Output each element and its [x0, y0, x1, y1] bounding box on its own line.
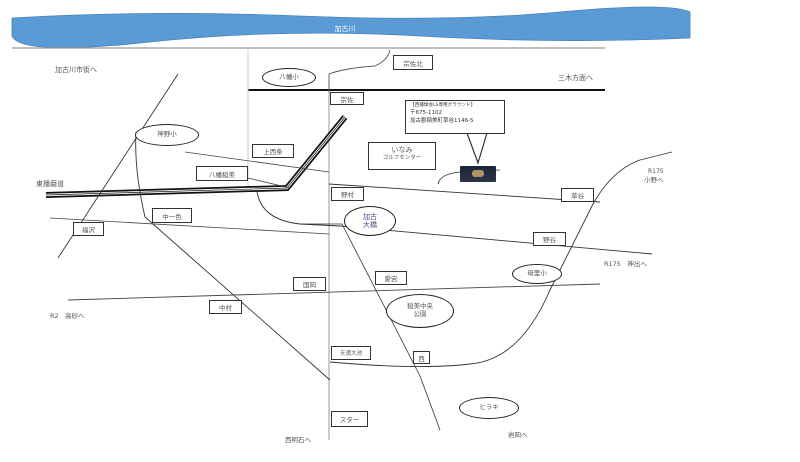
destination-postal: 〒675-1102 — [410, 109, 442, 116]
landmark-hiraki: ヒラキ — [459, 397, 519, 419]
road-kakodaisho — [300, 223, 441, 431]
road-tobanhaido — [45, 115, 348, 198]
road-nomura-kusadani — [328, 183, 601, 203]
place-kunioka: 国岡 — [293, 277, 326, 291]
place-fukusawa: 福沢 — [73, 222, 104, 236]
place-yawata-inami: 八幡稲美 — [196, 166, 248, 181]
road-kusadani-connector — [437, 169, 501, 185]
ground-photo — [460, 166, 496, 182]
direction-miki: 三木方面へ — [558, 74, 593, 82]
kakogawa-river — [11, 6, 691, 49]
golf-center-name: いなみ — [391, 146, 413, 154]
place-kusadani: 草谷 — [561, 188, 594, 202]
road-r175-ono — [592, 151, 673, 205]
place-nomura: 野村 — [331, 187, 364, 201]
direction-ono: 小野へ — [644, 176, 664, 184]
golf-center-sub: ゴルフセンター — [382, 154, 422, 161]
road-kanno-east — [184, 151, 330, 173]
callout-pointer — [466, 133, 488, 165]
direction-kande: R175 神出へ — [604, 260, 647, 268]
direction-takasago: R2 高砂へ — [50, 312, 85, 320]
golf-center-box: いなみ ゴルフセンター — [368, 142, 436, 170]
place-atago: 愛宕 — [375, 271, 407, 285]
landmark-inami-chuo-park: 稲美中央 公園 — [386, 294, 454, 328]
landmark-haha-sato-school: 母里小 — [512, 264, 562, 284]
landmark-yawata-school: 八幡小 — [262, 68, 316, 87]
place-ni: 西 — [413, 351, 430, 364]
road-kanno — [135, 131, 331, 381]
direction-r175-route: R175 — [648, 168, 664, 175]
place-star: スター — [331, 411, 368, 427]
river-label: 加古川 — [334, 25, 356, 33]
place-tenman-oike: 天満大池 — [331, 346, 371, 360]
label-tobanhaido: 東播磨道 — [36, 180, 64, 188]
road-sosa-north — [328, 49, 391, 92]
place-nodani: 野谷 — [533, 232, 566, 246]
direction-nishiakashi: 西明石へ — [285, 436, 311, 444]
destination-address: 加古郡稲美町草谷1146-5 — [410, 117, 474, 124]
landmark-kanno-school: 神野小 — [135, 124, 199, 146]
road-fukusawa — [49, 217, 330, 235]
road-r2 — [67, 283, 601, 301]
destination-title: 【西播球会LS専用グラウンド】 — [410, 103, 476, 108]
road-r175-south — [329, 203, 594, 368]
destination-callout: 【西播球会LS専用グラウンド】 〒675-1102 加古郡稲美町草谷1146-5 — [405, 100, 505, 134]
direction-iwaoka: 岩岡へ — [508, 431, 528, 439]
place-nakaisshiki: 中一色 — [152, 208, 192, 223]
road-yawata — [247, 177, 291, 189]
place-sosa: 宗佐 — [330, 92, 364, 105]
direction-kakogawa-city: 加古川市街へ — [55, 66, 97, 74]
place-sosakita: 宗佐北 — [393, 55, 433, 70]
landmark-kako-ohashi: 加古 大橋 — [344, 206, 396, 236]
place-nakamura: 中村 — [209, 300, 242, 314]
place-kaminishijo: 上西条 — [252, 144, 294, 158]
